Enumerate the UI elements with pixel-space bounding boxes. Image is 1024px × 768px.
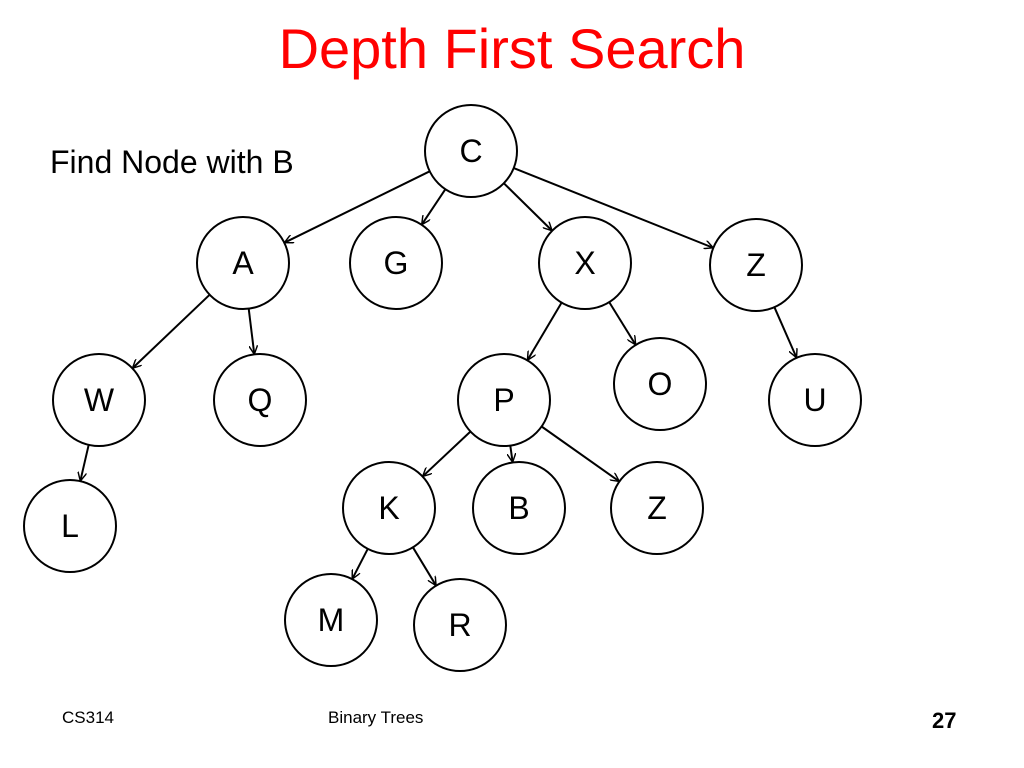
footer-topic: Binary Trees [328,708,424,727]
edge-k-r [412,546,436,585]
node-label: O [648,366,673,402]
node-label: P [493,382,514,418]
node-label: X [574,245,595,281]
tree-node-b: B [472,461,566,555]
node-circle [52,353,146,447]
edge-k-m [353,548,369,579]
tree-node-u: U [768,353,862,447]
edge-z1-u [773,306,796,357]
tree-node-q: Q [213,353,307,447]
task-prompt: Find Node with B [50,144,294,180]
tree-node-k: K [342,461,436,555]
edge-c-g [422,188,447,224]
tree-node-w: W [52,353,146,447]
node-label: Z [746,247,766,283]
tree-node-z1: Z [709,218,803,312]
tree-node-z2: Z [610,461,704,555]
node-circle [457,353,551,447]
tree-node-a: A [196,216,290,310]
node-circle [768,353,862,447]
node-label: R [448,607,471,643]
tree-node-g: G [349,216,443,310]
node-label: M [318,602,345,638]
page-number: 27 [932,708,957,733]
node-circle [424,104,518,198]
edge-c-x [503,182,552,230]
tree-node-o: O [613,337,707,431]
node-label: G [384,245,409,281]
edge-c-z1 [513,167,713,247]
node-circle [342,461,436,555]
slide-title: Depth First Search [278,17,746,80]
node-label: C [459,133,482,169]
node-label: U [803,382,826,418]
tree-node-c: C [424,104,518,198]
tree-node-x: X [538,216,632,310]
node-circle [613,337,707,431]
node-circle [610,461,704,555]
edge-p-z2 [541,425,619,481]
node-circle [213,353,307,447]
node-circle [709,218,803,312]
node-circle [349,216,443,310]
edge-c-a [285,170,431,242]
node-circle [538,216,632,310]
node-label: Q [248,382,273,418]
node-circle [413,578,507,672]
node-circle [196,216,290,310]
edge-x-o [608,301,635,344]
edge-x-p [528,302,563,360]
edge-p-b [510,445,512,462]
node-circle [23,479,117,573]
edge-w-l [81,444,90,480]
node-label: A [232,245,254,281]
node-label: B [508,490,529,526]
node-label: Z [647,490,667,526]
tree-edges [81,167,797,585]
tree-node-p: P [457,353,551,447]
tree-nodes: C A G X Z W Q P O U L K B Z M R [23,104,862,672]
tree-node-m: M [284,573,378,667]
footer-course: CS314 [62,708,114,727]
node-label: K [378,490,399,526]
node-circle [472,461,566,555]
node-label: W [84,382,115,418]
edge-a-w [133,293,211,368]
node-label: L [61,508,79,544]
tree-node-r: R [413,578,507,672]
edge-p-k [423,430,472,476]
edge-a-q [247,308,255,354]
node-circle [284,573,378,667]
tree-node-l: L [23,479,117,573]
